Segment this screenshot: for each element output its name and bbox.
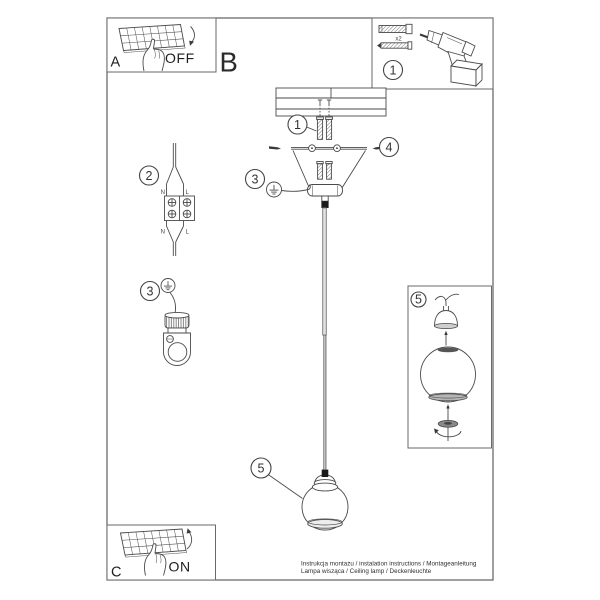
callout-circle-4	[378, 136, 400, 158]
wire-label-bottom-l: L	[186, 230, 190, 236]
wire-label-bottom-n: N	[161, 230, 165, 236]
ceiling-illustration	[275, 87, 387, 117]
mounting-strap	[291, 144, 367, 153]
press-down-arrow-icon	[189, 26, 195, 46]
wall-anchor-icon	[378, 23, 413, 35]
callout-number-3b: 3	[147, 284, 154, 298]
footer-line-2: Lampa wisząca / Ceiling lamp / Deckenleu…	[301, 568, 432, 575]
callout-number-1: 1	[294, 118, 301, 132]
canopy-screws	[316, 161, 333, 180]
callout-circle-3	[244, 168, 266, 190]
panel-switch-on: C ON	[106, 524, 216, 581]
assembly-arrow-up-2	[446, 404, 450, 419]
callout-5-pointer	[268, 474, 303, 499]
anchor-quantity-label: x2	[395, 37, 402, 43]
tools-step-number: 1	[390, 63, 397, 77]
callout-number-5: 5	[258, 462, 265, 476]
tools-step-circle	[382, 59, 404, 81]
shade-assembly-panel: 5	[407, 285, 492, 449]
rotation-arrow-icon	[434, 427, 462, 441]
tools-panel: x2 1	[371, 17, 494, 90]
wire-label-top-l: L	[186, 190, 190, 196]
callout-circle-3b	[139, 280, 161, 302]
ground-clamp-detail: 3	[139, 278, 191, 366]
switch-on-label: ON	[169, 559, 191, 575]
ground-wire-pointer	[281, 184, 311, 192]
panel-5-step-circle	[410, 291, 427, 308]
ground-wire	[169, 292, 176, 313]
section-b-label: B	[220, 47, 238, 78]
guide-line-left	[292, 150, 311, 190]
ground-symbol-small-icon	[160, 278, 176, 293]
lamp-holder-icon	[434, 293, 460, 329]
ground-symbol-icon	[266, 181, 282, 198]
footer-text: Instrukcja montażu / instalation instruc…	[301, 561, 477, 576]
panel-a-label: A	[111, 55, 121, 71]
cable-wires	[166, 143, 184, 196]
pendant-lamp	[301, 469, 349, 531]
footer-line-1: Instrukcja montażu / instalation instruc…	[301, 561, 477, 568]
guide-line-right	[340, 150, 366, 190]
panel-c-label: C	[111, 565, 121, 581]
panel-5-step-number: 5	[415, 292, 422, 306]
callout-1-pointer	[306, 126, 317, 132]
cord-grip	[321, 469, 329, 477]
screw-icon	[377, 41, 413, 50]
switch-off-label: OFF	[165, 50, 195, 66]
cable-wires-bottom	[166, 220, 184, 256]
expansion-anchors	[316, 116, 333, 140]
callout-number-4: 4	[386, 140, 393, 154]
callout-circle-5	[250, 457, 272, 479]
ceiling-canopy	[307, 184, 343, 202]
glass-shade-icon	[420, 346, 476, 403]
wire-label-top-n: N	[161, 190, 165, 196]
exploded-view: 1 4	[244, 87, 400, 531]
cable-gland-icon	[163, 311, 191, 366]
callout-circle-1	[287, 114, 308, 135]
callout-number-3: 3	[252, 172, 259, 186]
left-side-screw-icon	[269, 146, 281, 150]
suspension-cable	[321, 201, 329, 470]
assembly-arrow-up-1	[444, 330, 448, 346]
terminal-block-icon	[164, 195, 195, 221]
power-drill-icon	[419, 29, 483, 88]
callout-number-2: 2	[146, 169, 153, 183]
panel-switch-off: A OFF	[106, 17, 217, 73]
callout-circle-2	[138, 165, 160, 186]
flip-up-arrow-icon	[186, 528, 193, 550]
terminal-block-detail: 2 N L N	[138, 143, 195, 256]
retaining-ring-icon	[437, 417, 459, 428]
